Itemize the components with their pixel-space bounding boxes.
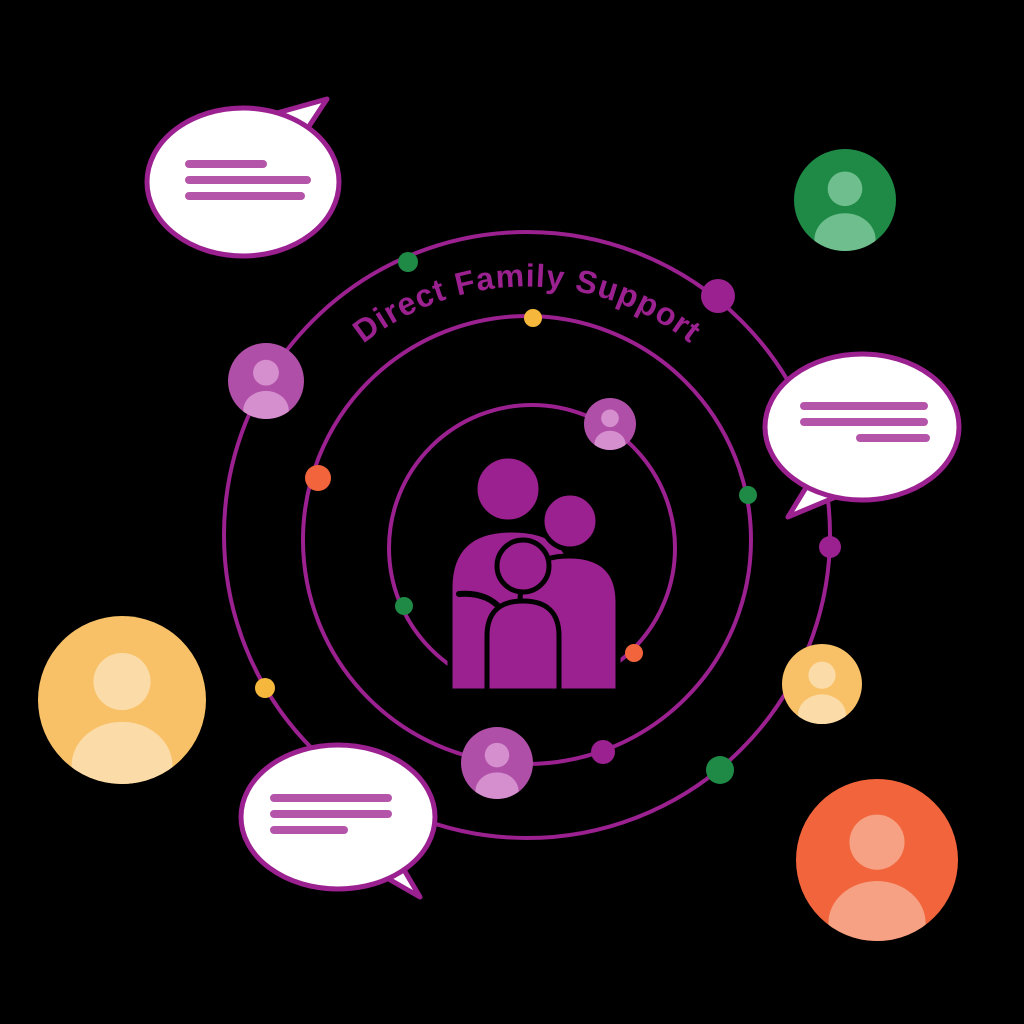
diagram-title-text: Direct Family Support bbox=[346, 257, 707, 349]
avatar-yellow-large-left bbox=[38, 616, 206, 784]
speech-bubble-right bbox=[762, 351, 962, 520]
orbit-ring bbox=[222, 230, 832, 840]
bubble-text-line bbox=[270, 794, 392, 802]
dot-purple-outer-right bbox=[819, 536, 841, 558]
person-head-icon bbox=[484, 742, 510, 768]
avatar-orange-large-bottom bbox=[796, 779, 958, 941]
dot-purple-outer-top-right bbox=[701, 279, 735, 313]
avatar-purple-upper-left bbox=[228, 343, 304, 419]
person-body-icon bbox=[814, 213, 876, 251]
bubble-text-line bbox=[800, 418, 928, 426]
speech-bubbles bbox=[144, 96, 962, 900]
person-head-icon bbox=[849, 814, 905, 870]
dot-green-outer-bottom-right bbox=[706, 756, 734, 784]
person-body-icon bbox=[594, 430, 626, 450]
avatar-purple-bottom bbox=[461, 727, 533, 799]
dot-orange-middle-left bbox=[305, 465, 331, 491]
bubble-text-line bbox=[185, 192, 305, 200]
dot-green-inner-left bbox=[395, 597, 413, 615]
person-head-icon bbox=[601, 409, 619, 428]
dot-green-outer-top-left bbox=[398, 252, 418, 272]
dot-yellow-middle-top bbox=[524, 309, 542, 327]
bubble-text-line bbox=[270, 810, 392, 818]
person-avatars bbox=[38, 149, 958, 941]
speech-bubble-bottom bbox=[238, 742, 438, 900]
dot-green-middle-right bbox=[739, 486, 757, 504]
avatar-purple-inner-top bbox=[584, 398, 636, 450]
person-head-icon bbox=[253, 359, 279, 386]
dot-purple-middle-bottom bbox=[591, 740, 615, 764]
family-adult-left-head-icon bbox=[472, 453, 544, 525]
speech-bubble-body bbox=[762, 351, 962, 503]
dot-orange-inner-right bbox=[625, 644, 643, 662]
family-icon bbox=[447, 453, 621, 694]
bubble-text-line bbox=[185, 176, 311, 184]
diagram-title: Direct Family Support bbox=[346, 257, 708, 349]
family-child-head-icon bbox=[494, 537, 552, 595]
dot-yellow-outer-left bbox=[255, 678, 275, 698]
speech-bubble-top-left bbox=[144, 96, 342, 259]
bubble-text-line bbox=[270, 826, 348, 834]
person-body-icon bbox=[71, 721, 173, 784]
person-head-icon bbox=[808, 661, 836, 689]
bubble-text-line bbox=[800, 402, 928, 410]
person-head-icon bbox=[827, 171, 863, 207]
person-head-icon bbox=[93, 652, 151, 711]
person-body-icon bbox=[475, 772, 519, 799]
avatar-green-top-right bbox=[794, 149, 896, 251]
bubble-text-line bbox=[185, 160, 267, 168]
person-body-icon bbox=[798, 694, 846, 724]
bubble-text-line bbox=[856, 434, 930, 442]
family-adult-right-head-icon bbox=[539, 490, 601, 552]
avatar-yellow-small-right bbox=[782, 644, 862, 724]
family-child-body-icon bbox=[484, 598, 562, 694]
person-body-icon bbox=[828, 881, 926, 941]
person-body-icon bbox=[243, 390, 289, 419]
orbit-dots bbox=[255, 252, 841, 784]
